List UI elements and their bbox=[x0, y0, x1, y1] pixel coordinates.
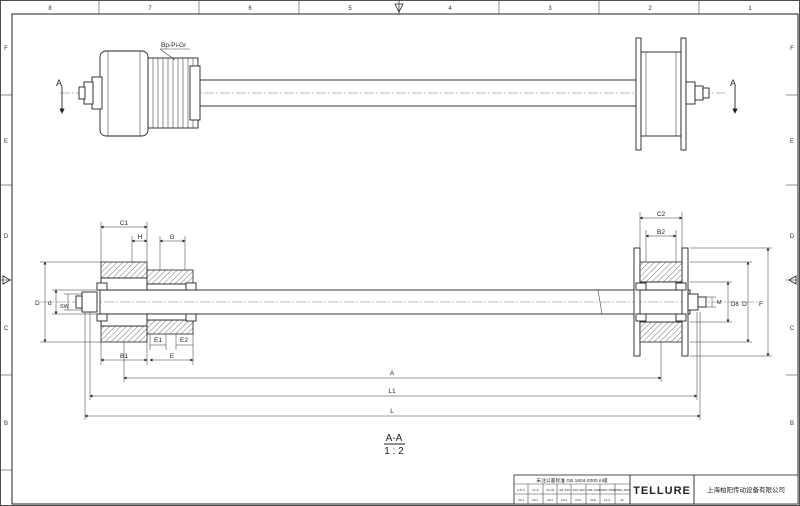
part-label: Bp-Pi-Gr bbox=[161, 42, 187, 49]
dim-label: A bbox=[390, 370, 395, 377]
tolerance-range: >30~120 bbox=[558, 488, 570, 492]
dim-label: B2 bbox=[657, 229, 665, 236]
zone-label: D bbox=[4, 234, 9, 240]
tolerance-value: ±0.1 bbox=[532, 498, 538, 502]
tolerance-range: >120~400 bbox=[571, 488, 585, 492]
dim-label: SW bbox=[60, 304, 70, 310]
dim-label: D bbox=[35, 300, 40, 307]
tolerance-value: ±1.2 bbox=[604, 498, 610, 502]
zone-label: 5 bbox=[348, 6, 352, 12]
dim-label: H bbox=[138, 234, 143, 241]
tolerance-range: >1000~2000 bbox=[599, 488, 616, 492]
section-marker: A bbox=[56, 78, 62, 88]
dim-label: M bbox=[717, 300, 722, 306]
title-block: 未注公差标准 GB 1804-2000 m级 0.5~3 >3~6 >6~30 … bbox=[513, 474, 799, 505]
zone-label: E bbox=[790, 139, 794, 145]
zone-label: D bbox=[790, 234, 795, 240]
zone-label: E bbox=[4, 139, 8, 145]
zone-label: F bbox=[790, 46, 794, 52]
dim-label: E2 bbox=[180, 337, 188, 344]
dim-label: E bbox=[170, 353, 175, 360]
dim-label: C2 bbox=[657, 211, 666, 218]
tolerance-range: >6~30 bbox=[546, 488, 555, 492]
tolerance-range: >2000~4000 bbox=[614, 488, 631, 492]
company-name: 上海柏阳传动设备有限公司 bbox=[707, 485, 785, 494]
dim-label: D8 bbox=[731, 302, 739, 308]
zone-label: 6 bbox=[248, 6, 252, 12]
zone-label: 3 bbox=[548, 6, 552, 12]
dim-label: G bbox=[169, 234, 174, 241]
dim-label: L1 bbox=[388, 388, 396, 395]
zone-label: B bbox=[790, 421, 794, 427]
zone-label: 1 bbox=[748, 6, 752, 12]
zone-label: B bbox=[4, 421, 8, 427]
tolerance-value: ±2 bbox=[620, 498, 624, 502]
section-scale: 1 : 2 bbox=[384, 446, 404, 457]
section-marker: A bbox=[730, 78, 736, 88]
zone-labels-side: F E D C B F E D C B bbox=[4, 46, 795, 427]
section-view: C1 H G C2 B2 D d SW B1 bbox=[35, 211, 772, 457]
top-view: Bp-Pi-Gr A A bbox=[56, 37, 738, 151]
zone-label: 2 bbox=[648, 6, 652, 12]
zone-labels-top: 8 7 6 5 4 3 2 1 bbox=[48, 6, 752, 12]
dim-label: E1 bbox=[154, 337, 162, 344]
zone-label: F bbox=[4, 46, 8, 52]
tolerance-value: ±0.2 bbox=[547, 498, 553, 502]
tolerance-range: 0.5~3 bbox=[517, 488, 525, 492]
dim-label: F bbox=[759, 301, 763, 308]
zone-label: 7 bbox=[148, 6, 152, 12]
zone-label: C bbox=[4, 326, 9, 332]
tolerance-range: >400~1000 bbox=[585, 488, 601, 492]
tolerance-value: ±0.3 bbox=[561, 498, 567, 502]
tolerance-value: ±0.1 bbox=[518, 498, 524, 502]
tolerance-value: ±0.5 bbox=[575, 498, 581, 502]
tolerance-range: >3~6 bbox=[532, 488, 539, 492]
dim-label: D bbox=[742, 301, 747, 308]
tolerance-value: ±0.8 bbox=[590, 498, 596, 502]
dim-label: L bbox=[390, 408, 394, 415]
section-title: A-A bbox=[386, 433, 403, 444]
brand-logo: TELLURE bbox=[633, 485, 691, 497]
zone-label: 8 bbox=[48, 6, 52, 12]
zone-label: C bbox=[790, 326, 795, 332]
tolerance-note: 未注公差标准 GB 1804-2000 m级 bbox=[536, 477, 608, 484]
dim-label: d bbox=[48, 300, 52, 307]
zone-label: 4 bbox=[448, 6, 452, 12]
dim-label: C1 bbox=[120, 220, 129, 227]
